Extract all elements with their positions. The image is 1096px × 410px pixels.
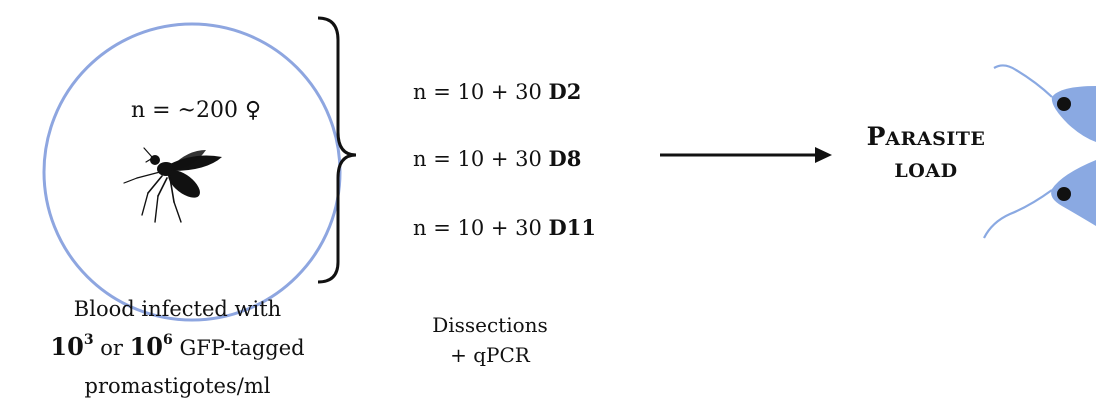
group-row-d2: n = 10 + 30 D2 — [413, 79, 581, 104]
promastigote-icon — [993, 64, 1096, 142]
group-count: n = 10 + 30 — [413, 216, 549, 240]
process-arrow — [660, 147, 832, 163]
promastigote-icon — [983, 160, 1096, 239]
infection-caption: Blood infected with 103 or 106 GFP-tagge… — [30, 290, 325, 405]
group-day: D8 — [548, 146, 582, 171]
group-row-d8: n = 10 + 30 D8 — [413, 146, 581, 171]
outcome-label: PARASITE LOAD — [866, 118, 986, 186]
group-day: D11 — [548, 215, 596, 240]
caption-line-2: 103 or 106 GFP-tagged — [50, 332, 305, 361]
methods-caption: Dissections + qPCR — [395, 310, 585, 370]
sample-size-label: n = ~200 ♀ — [130, 98, 262, 123]
methods-line-1: Dissections — [432, 313, 548, 337]
group-day: D2 — [548, 79, 582, 104]
group-count: n = 10 + 30 — [413, 147, 549, 171]
sandfly-icon — [123, 147, 222, 223]
caption-line-3: promastigotes/ml — [84, 374, 271, 398]
caption-line-1: Blood infected with — [73, 297, 282, 321]
group-row-d11: n = 10 + 30 D11 — [413, 215, 596, 240]
group-count: n = 10 + 30 — [413, 80, 549, 104]
grouping-brace — [317, 16, 357, 284]
infection-circle — [42, 22, 342, 322]
outcome-line1: PARASITE — [866, 122, 986, 151]
methods-line-2: + qPCR — [450, 343, 530, 367]
outcome-line2: LOAD — [894, 159, 958, 182]
